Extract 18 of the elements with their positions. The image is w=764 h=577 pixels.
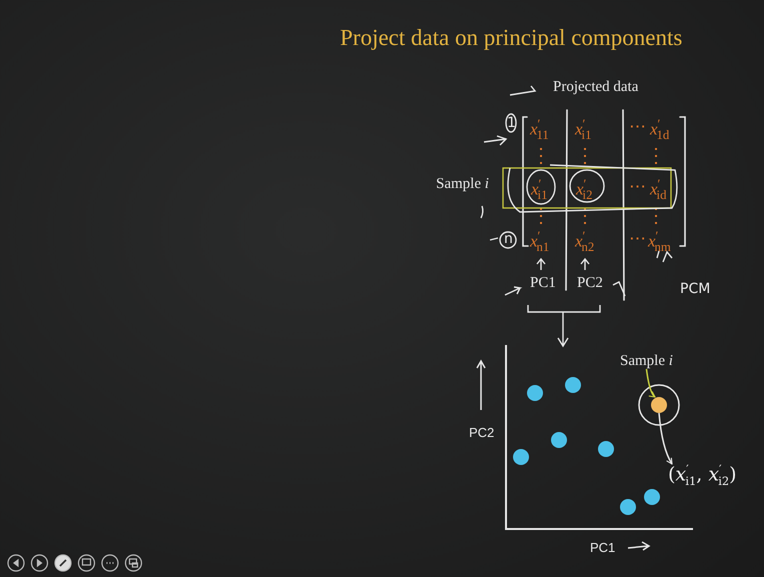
- row-number: n: [504, 232, 513, 246]
- point-label: Sample i: [620, 354, 673, 369]
- row-number: 1: [507, 116, 516, 130]
- handwritten-label: PCM: [680, 282, 710, 296]
- column-label: PC1: [530, 276, 556, 291]
- ellipsis: ⋯: [629, 118, 646, 135]
- row-label: Sample i: [436, 177, 489, 192]
- column-label: PC2: [577, 276, 603, 291]
- axis-label: PC2: [469, 426, 494, 439]
- axis-label: PC1: [590, 541, 616, 554]
- arrow: [646, 368, 656, 398]
- coordinate-label: (x$^{′}$$_{i1}$, x$^{′}$$_{i2}$): [668, 464, 737, 488]
- ellipsis: ⋯: [629, 230, 646, 247]
- slide-title: Project data on principal components: [340, 26, 682, 49]
- column-heading: Projected data: [553, 80, 638, 95]
- ellipsis: ⋯: [629, 178, 646, 195]
- highlighted-point: [651, 397, 667, 413]
- arrow: [658, 412, 673, 465]
